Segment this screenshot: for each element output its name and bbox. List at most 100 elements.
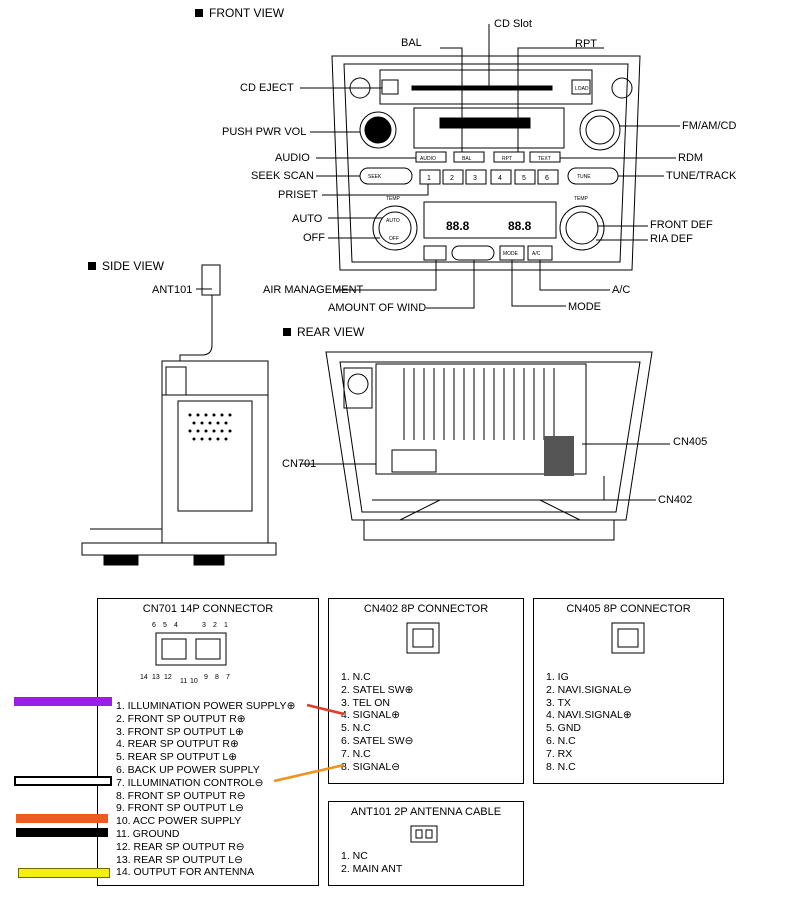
- wire-illumination-power-swatch: [14, 697, 112, 706]
- cn701-pin-top-1: 1: [224, 622, 228, 629]
- panel-load-label: LOAD: [575, 86, 589, 92]
- callout-rpt: RPT: [575, 38, 597, 50]
- front-view-heading: FRONT VIEW: [195, 6, 284, 20]
- cn701-pin-bot-12: 12: [164, 674, 172, 681]
- callout-fm-am-cd: FM/AM/CD: [682, 120, 737, 132]
- cn402-pin-8: 8. SIGNAL⊖: [341, 760, 400, 773]
- panel-rpt-label: RPT: [502, 156, 512, 162]
- callout-tune-track: TUNE/TRACK: [666, 170, 737, 182]
- callout-cn405: CN405: [673, 436, 708, 448]
- panel-mode-label: MODE: [503, 251, 519, 257]
- cn402-title: CN402 8P CONNECTOR: [363, 603, 489, 615]
- front-view-drawing: AUDIO BAL RPT TEXT LOAD SEEK TUNE AUTO O…: [300, 24, 680, 309]
- cn405-pin-8: 8. N.C: [546, 760, 576, 773]
- panel-off-label: OFF: [389, 236, 399, 242]
- cn701-pin-8: 8. FRONT SP OUTPUT R⊖: [116, 789, 246, 802]
- cn701-pin-13: 13. REAR SP OUTPUT L⊖: [116, 853, 243, 866]
- cn402-pin-5: 5. N.C: [341, 722, 371, 735]
- panel-auto-label: AUTO: [386, 218, 400, 224]
- preset-1: 1: [427, 175, 431, 182]
- cn402-pin-1: 1. N.C: [341, 671, 371, 683]
- cn405-pin-list: 1. IG 2. NAVI.SIGNAL⊖ 3. TX 4. NAVI.SIGN…: [546, 671, 632, 773]
- callout-seek-scan: SEEK SCAN: [251, 170, 314, 182]
- ant101-pin-2: 2. MAIN ANT: [341, 862, 403, 875]
- cn701-pin-1: 1. ILLUMINATION POWER SUPPLY⊕: [116, 700, 296, 712]
- cn701-pin-4: 4. REAR SP OUTPUT R⊕: [116, 738, 239, 751]
- cn701-pin-2: 2. FRONT SP OUTPUT R⊕: [116, 712, 246, 725]
- callout-cn701: CN701: [282, 458, 317, 470]
- callout-cd-eject: CD EJECT: [240, 82, 294, 94]
- cn701-pin-bot-9: 9: [204, 674, 208, 681]
- cn701-pin-9: 9. FRONT SP OUTPUT L⊖: [116, 802, 244, 815]
- callout-priset: PRISET: [278, 189, 318, 201]
- cn701-panel: CN701 14P CONNECTOR 6 5 4 3 2 1 14 13 12…: [97, 598, 319, 886]
- panel-ac-label: A/C: [532, 251, 541, 257]
- cn701-pin-14: 14. OUTPUT FOR ANTENNA: [116, 866, 255, 879]
- callout-cn402: CN402: [658, 494, 693, 506]
- cn701-connector-icon: 6 5 4 3 2 1 14 13 12 11 10 9 8 7: [140, 622, 230, 685]
- cn701-pin-3: 3. FRONT SP OUTPUT L⊕: [116, 725, 244, 738]
- callout-cd-slot: CD Slot: [494, 18, 532, 30]
- wire-acc-power-swatch: [16, 814, 108, 823]
- cn402-pin-list: 1. N.C 2. SATEL SW⊕ 3. TEL ON 4. SIGNAL⊕…: [341, 671, 413, 773]
- cn405-pin-4: 4. NAVI.SIGNAL⊕: [546, 709, 632, 722]
- panel-seek-label: SEEK: [368, 174, 382, 180]
- side-view-drawing: [81, 264, 277, 566]
- ant101-title: ANT101 2P ANTENNA CABLE: [350, 806, 502, 818]
- rear-view-drawing: [300, 351, 670, 541]
- callout-mode: MODE: [568, 301, 601, 313]
- callout-bal: BAL: [401, 37, 422, 49]
- cn701-pin-list: 1. ILLUMINATION POWER SUPPLY⊕ 2. FRONT S…: [116, 700, 295, 879]
- cn701-pin-top-3: 3: [202, 622, 206, 629]
- preset-5: 5: [522, 175, 526, 182]
- cn402-pin-4: 4. SIGNAL⊕: [341, 709, 400, 722]
- cn701-pin-bot-14: 14: [140, 674, 148, 681]
- cn405-connector-icon: [611, 622, 645, 654]
- cn701-pin-bot-13: 13: [152, 674, 160, 681]
- preset-4: 4: [498, 175, 502, 182]
- ant101-pin-1: 1. NC: [341, 850, 368, 862]
- callout-ria-def: RIA DEF: [650, 233, 693, 245]
- preset-3: 3: [473, 175, 477, 182]
- cn701-pin-top-6: 6: [152, 622, 156, 629]
- cn402-pin-3: 3. TEL ON: [341, 696, 391, 709]
- cn701-pin-bot-7: 7: [226, 674, 230, 681]
- callout-a-c: A/C: [612, 284, 631, 296]
- ant101-connector-icon: [410, 825, 438, 843]
- cn701-pin-bot-8: 8: [215, 674, 219, 681]
- cn701-pin-7: 7. ILLUMINATION CONTROL⊖: [116, 776, 264, 789]
- cn701-pin-top-5: 5: [163, 622, 167, 629]
- cn405-pin-6: 6. N.C: [546, 734, 576, 747]
- callout-push-pwr-vol: PUSH PWR VOL: [222, 126, 307, 138]
- callout-off: OFF: [303, 232, 325, 244]
- cn402-pin-7: 7. N.C: [341, 747, 371, 760]
- cn405-panel: CN405 8P CONNECTOR 1. IG 2. NAVI.SIGNAL⊖…: [533, 598, 724, 784]
- cn701-pin-bot-10: 10: [190, 678, 198, 685]
- callout-air-management: AIR MANAGEMENT: [263, 284, 364, 296]
- callout-audio: AUDIO: [275, 152, 310, 164]
- cn402-pin-2: 2. SATEL SW⊕: [341, 683, 414, 696]
- cn701-pin-11: 11. GROUND: [116, 827, 180, 840]
- cn701-pin-bot-11: 11: [180, 678, 187, 685]
- cn701-pin-5: 5. REAR SP OUTPUT L⊕: [116, 751, 238, 764]
- ant101-panel: ANT101 2P ANTENNA CABLE 1. NC 2. MAIN AN…: [328, 801, 524, 886]
- wire-antenna-swatch: [18, 868, 110, 878]
- cn405-pin-7: 7. RX: [546, 747, 573, 760]
- callout-auto: AUTO: [292, 213, 323, 225]
- wire-illumination-control-swatch: [14, 776, 112, 786]
- cn701-title: CN701 14P CONNECTOR: [142, 603, 274, 615]
- cn405-pin-5: 5. GND: [546, 722, 582, 735]
- side-view-heading: SIDE VIEW: [88, 259, 164, 273]
- wire-ground-swatch: [16, 828, 108, 837]
- climate-display-left: 88.8: [446, 219, 470, 233]
- cn701-pin-10: 10. ACC POWER SUPPLY: [116, 815, 242, 828]
- cn402-panel: CN402 8P CONNECTOR 1. N.C 2. SATEL SW⊕ 3…: [328, 598, 524, 784]
- panel-temp-left-label: TEMP: [386, 196, 401, 202]
- cn402-pin-6: 6. SATEL SW⊖: [341, 734, 414, 747]
- callout-rdm: RDM: [678, 152, 704, 164]
- panel-text-label: TEXT: [538, 156, 551, 162]
- cn701-pin-12: 12. REAR SP OUTPUT R⊖: [116, 840, 245, 853]
- cn405-pin-1: 1. IG: [546, 671, 569, 683]
- cn701-pin-6: 6. BACK UP POWER SUPPLY: [116, 763, 260, 776]
- panel-tune-label: TUNE: [577, 174, 591, 180]
